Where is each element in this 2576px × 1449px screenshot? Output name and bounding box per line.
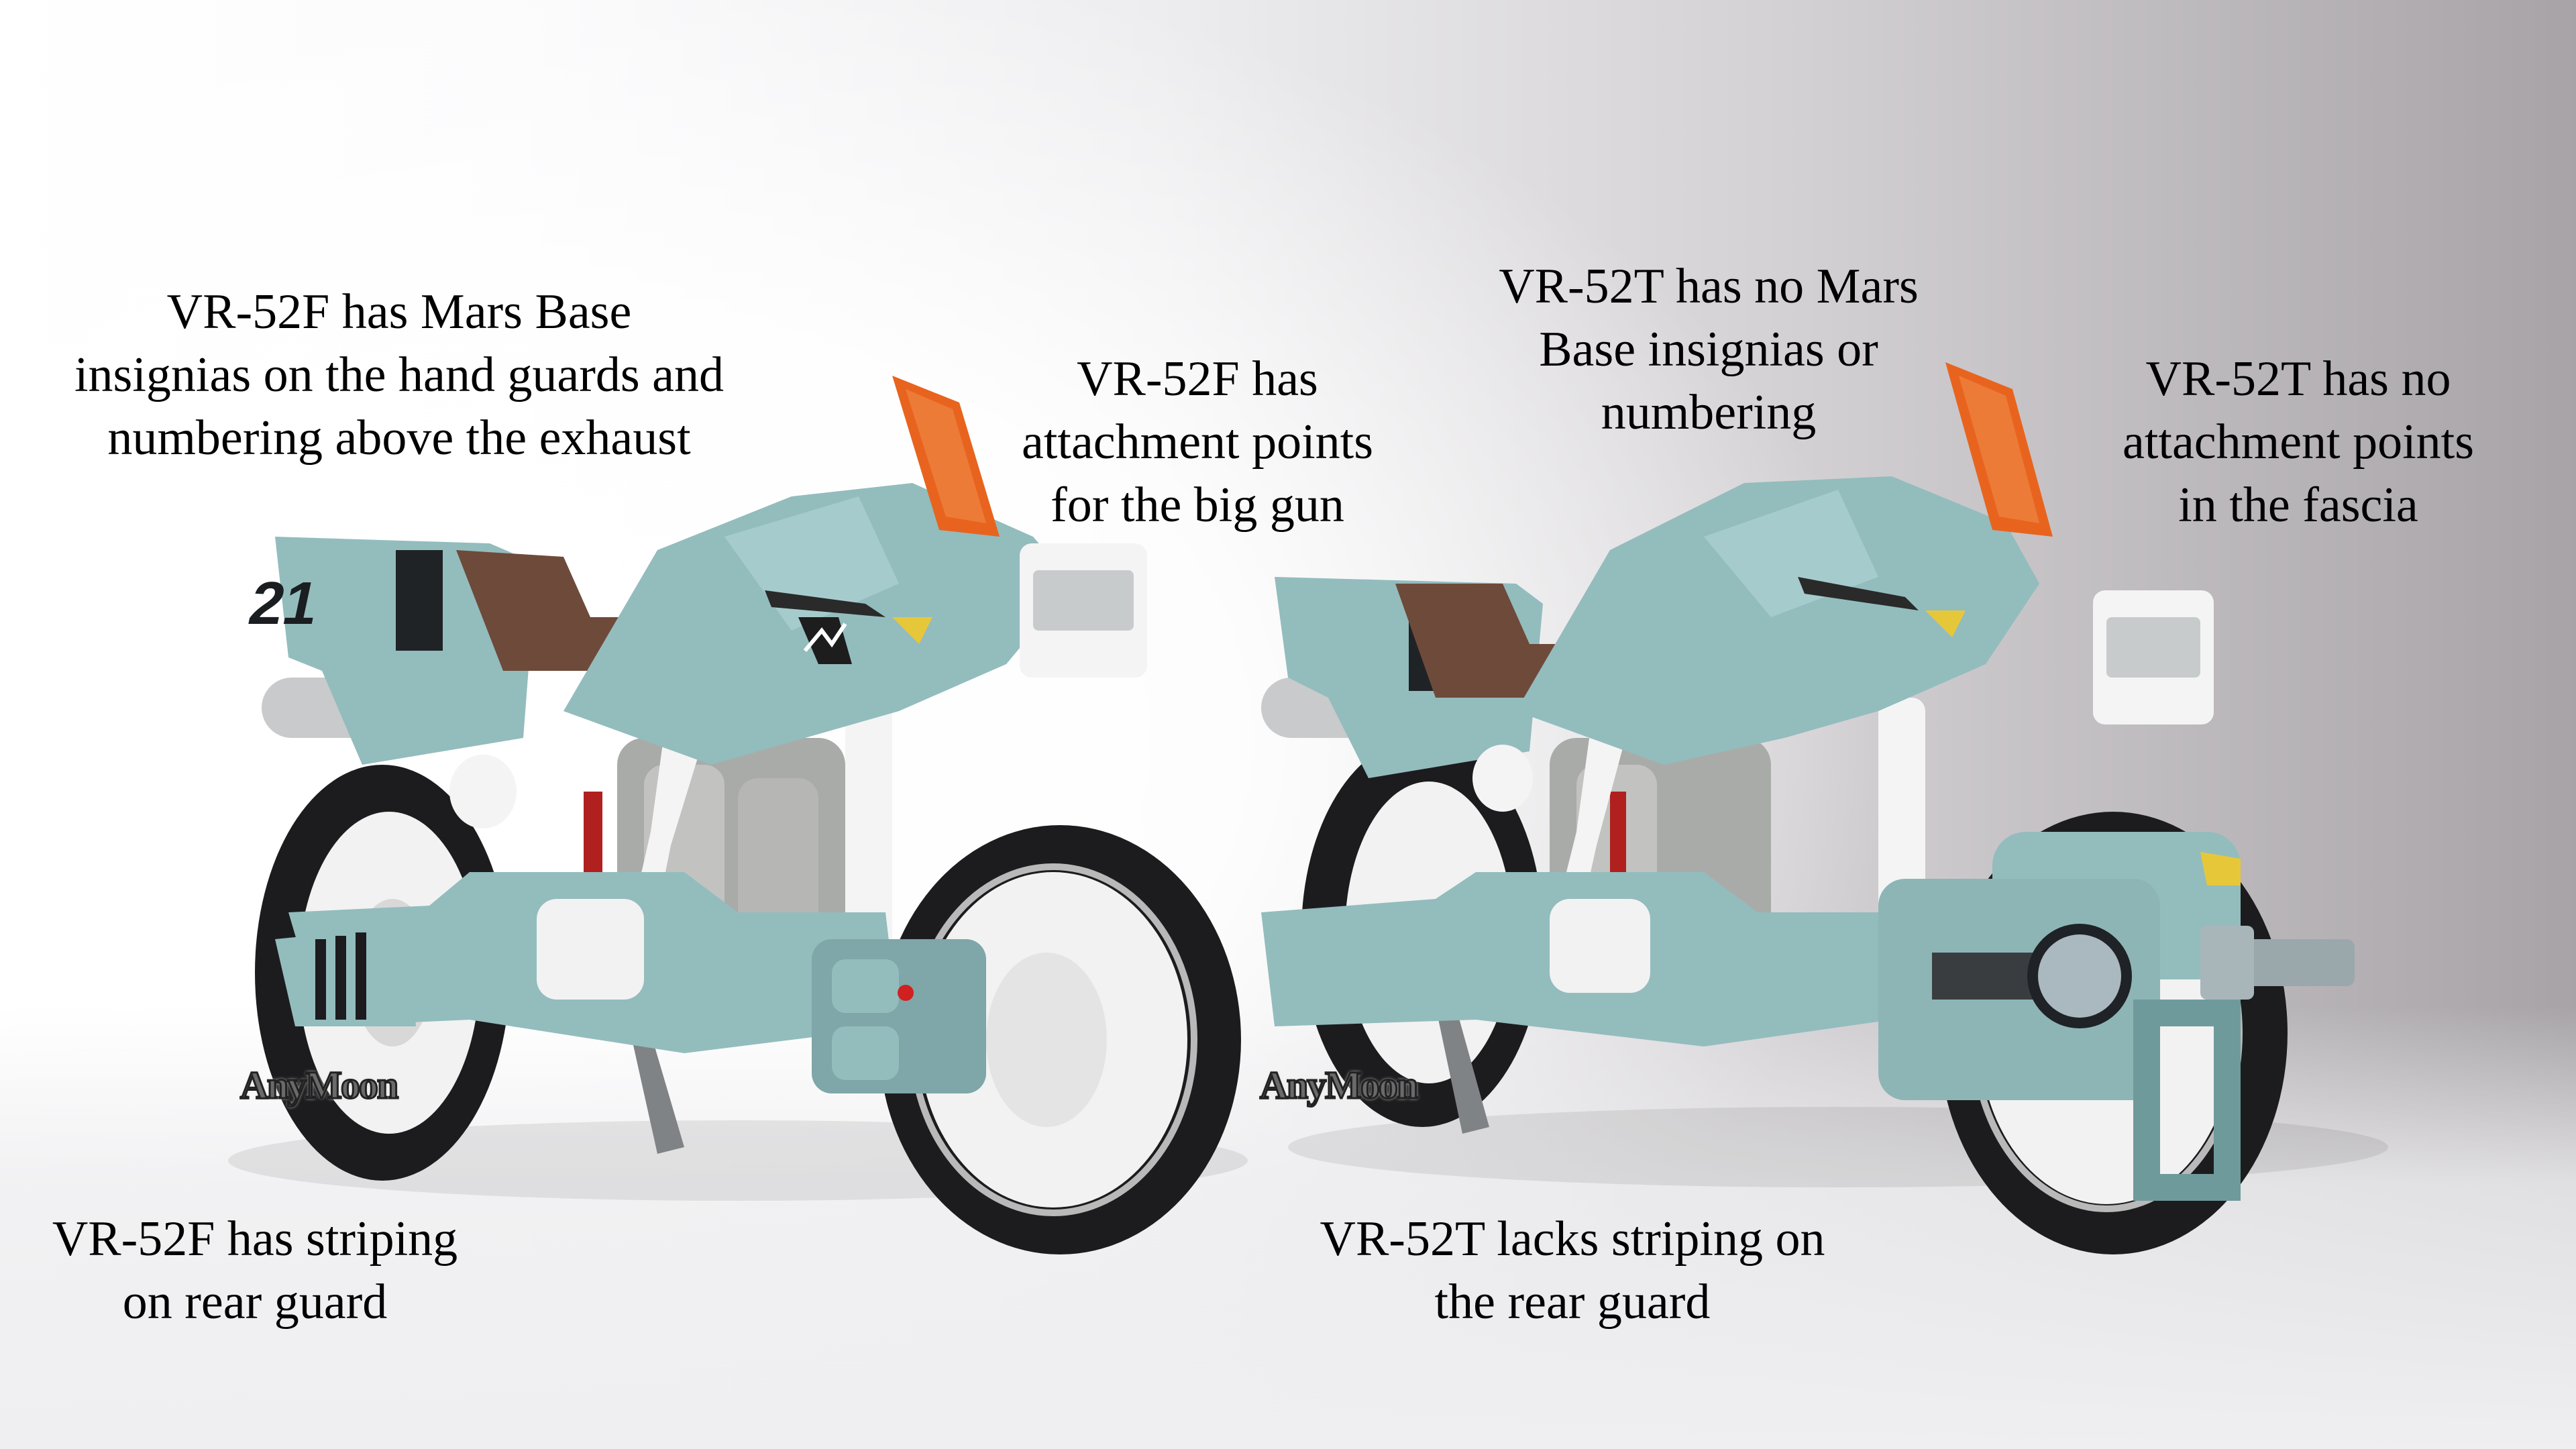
caption-line: attachment points xyxy=(1021,415,1374,470)
caption-line: attachment points xyxy=(2122,415,2475,470)
caption-line: numbering xyxy=(1601,385,1817,440)
number-decal: 21 xyxy=(244,570,325,637)
caption-vr52f-striping: VR-52F has striping on rear guard xyxy=(52,1208,458,1334)
caption-line: VR-52F has striping xyxy=(52,1212,458,1267)
caption-vr52t-insignia: VR-52T has no Mars Base insignias or num… xyxy=(1499,255,1919,444)
caption-line: VR-52F has Mars Base xyxy=(166,284,632,339)
caption-line: VR-52T has no xyxy=(2145,352,2451,407)
caption-vr52f-attachment: VR-52F has attachment points for the big… xyxy=(1022,347,1373,537)
caption-line: for the big gun xyxy=(1051,478,1344,533)
caption-line: in the fascia xyxy=(2178,478,2418,533)
caption-line: Base insignias or xyxy=(1539,322,1878,377)
front-wheel xyxy=(879,825,1241,1254)
caption-line: VR-52F has xyxy=(1077,352,1318,407)
caption-line: on rear guard xyxy=(122,1275,388,1330)
caption-vr52f-insignia: VR-52F has Mars Base insignias on the ha… xyxy=(74,280,724,470)
caption-line: the rear guard xyxy=(1434,1275,1711,1330)
bike-vr52f: 21 xyxy=(228,376,1248,1254)
caption-vr52t-striping: VR-52T lacks striping on the rear guard xyxy=(1320,1208,1825,1334)
bike-vr52t xyxy=(1261,362,2388,1254)
caption-line: numbering above the exhaust xyxy=(107,411,691,466)
caption-line: VR-52T has no Mars xyxy=(1499,259,1919,314)
watermark-right: AnyMoon xyxy=(1258,1063,1419,1108)
caption-line: insignias on the hand guards and xyxy=(74,347,724,402)
caption-vr52t-attachment: VR-52T has no attachment points in the f… xyxy=(2123,347,2474,537)
watermark-left: AnyMoon xyxy=(239,1063,399,1108)
caption-line: VR-52T lacks striping on xyxy=(1320,1212,1825,1267)
